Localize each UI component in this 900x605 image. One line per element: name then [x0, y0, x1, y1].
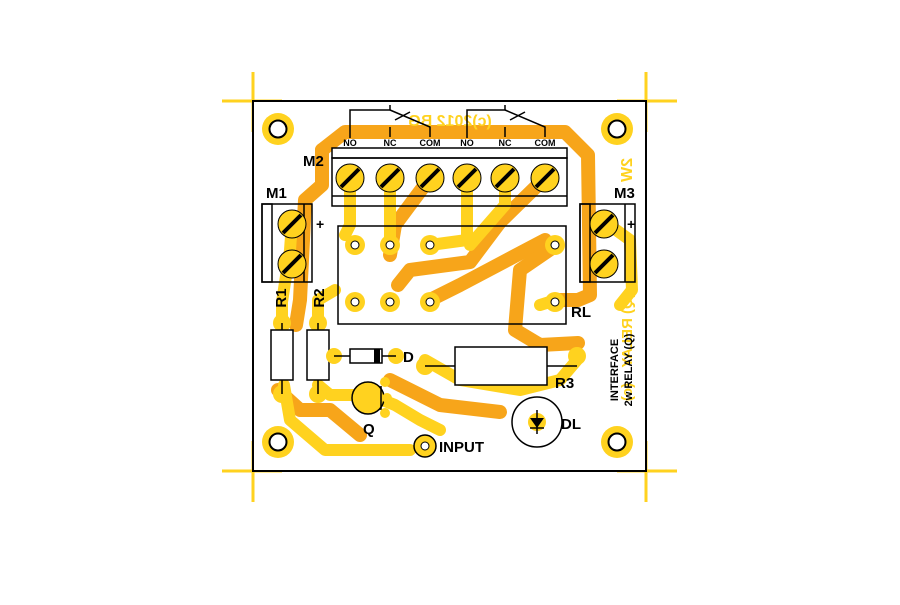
copper-text-2w: 2W: [619, 158, 636, 183]
silkscreen-labels: M2 M1 M3 R1 R2 D Q R3 DL RL INPUT INTERF…: [266, 153, 635, 456]
label-rl: RL: [571, 304, 591, 321]
trace-left-down: [289, 143, 329, 332]
switch-symbol-1-blade: [394, 111, 411, 121]
label-r3: R3: [555, 375, 574, 392]
m2-screws: [335, 163, 560, 193]
trace-no1: [339, 172, 356, 241]
switch-symbol-2-blade: [509, 111, 526, 121]
trace-com2: [391, 171, 552, 292]
terminal-label-5: NC: [499, 138, 512, 148]
terminal-block-m2: [331, 147, 568, 207]
m2-screw-2: [375, 163, 405, 193]
relay-pad: [345, 235, 365, 255]
relay-footprint: [337, 225, 567, 325]
switch-symbol-1-wire: [349, 105, 391, 138]
diode-d: [326, 348, 404, 364]
mounting-holes: [262, 113, 633, 458]
label-m2: M2: [303, 153, 324, 170]
label-m3: M3: [614, 185, 635, 202]
m2-screw-3: [415, 163, 445, 193]
mounting-hole-tr: [601, 113, 633, 145]
input-pad: [413, 434, 437, 458]
resistor-r2: [306, 314, 330, 403]
copper-text-c: (c): [619, 383, 636, 401]
label-d: D: [403, 349, 414, 366]
label-r1: R1: [273, 288, 290, 307]
trace-top-loop: [315, 125, 597, 307]
label-q: Q: [363, 421, 375, 438]
trace-m3: [599, 216, 638, 311]
relay-pad: [545, 235, 565, 255]
m3-screw-2: [589, 249, 619, 279]
resistor-r3: [416, 346, 586, 386]
m2-screw-4: [452, 163, 482, 193]
m2-screw-6: [530, 163, 560, 193]
terminal-label-2: NC: [384, 138, 397, 148]
terminal-label-3: COM: [420, 138, 441, 148]
m2-screw-5: [490, 163, 520, 193]
m3-plus-label: +: [627, 216, 635, 232]
terminal-label-6: COM: [535, 138, 556, 148]
copper-text-relay: (Q) RELAY: [619, 292, 636, 367]
terminal-block-m3: [579, 203, 636, 283]
relay-pad: [345, 292, 365, 312]
m1-screw-2: [277, 249, 307, 279]
label-dl: DL: [561, 416, 581, 433]
transistor-q: [351, 377, 392, 418]
trace-right-loop: [508, 239, 585, 352]
label-r2: R2: [311, 288, 328, 307]
mounting-hole-br: [601, 426, 633, 458]
relay-pads: [345, 235, 565, 312]
led-dl: [511, 396, 563, 448]
m1-screw-1: [277, 209, 307, 239]
relay-pad: [420, 235, 440, 255]
relay-pad: [545, 292, 565, 312]
copper-text-group: (c)2012 BG 2W (Q) RELAY (c): [408, 113, 636, 401]
copper-text-top: (c)2012 BG: [408, 113, 492, 130]
m2-screw-1: [335, 163, 365, 193]
trace-relay-diag: [423, 233, 552, 307]
trace-r3: [419, 354, 583, 396]
m3-screw-1: [589, 209, 619, 239]
resistor-r1: [270, 314, 294, 403]
label-input: INPUT: [439, 439, 484, 456]
terminal-label-4: NO: [460, 138, 474, 148]
copper-traces: [271, 125, 597, 442]
trace-bottom: [278, 379, 416, 456]
relay-pad: [420, 292, 440, 312]
mounting-hole-bl: [262, 426, 294, 458]
switch-symbol-2-wire: [466, 105, 506, 138]
side-text-relay: 2w RELAY (Q): [623, 333, 635, 406]
m1-plus-label: +: [316, 216, 324, 232]
relay-pad: [380, 235, 400, 255]
terminal-labels: NO NC COM NO NC COM: [343, 138, 555, 148]
relay-switch-symbols: [349, 105, 546, 138]
label-m1: M1: [266, 185, 287, 202]
terminal-label-1: NO: [343, 138, 357, 148]
relay-pad: [380, 292, 400, 312]
side-text-interface: INTERFACE: [609, 339, 621, 401]
trace-q-dl: [383, 373, 507, 419]
mounting-hole-tl: [262, 113, 294, 145]
